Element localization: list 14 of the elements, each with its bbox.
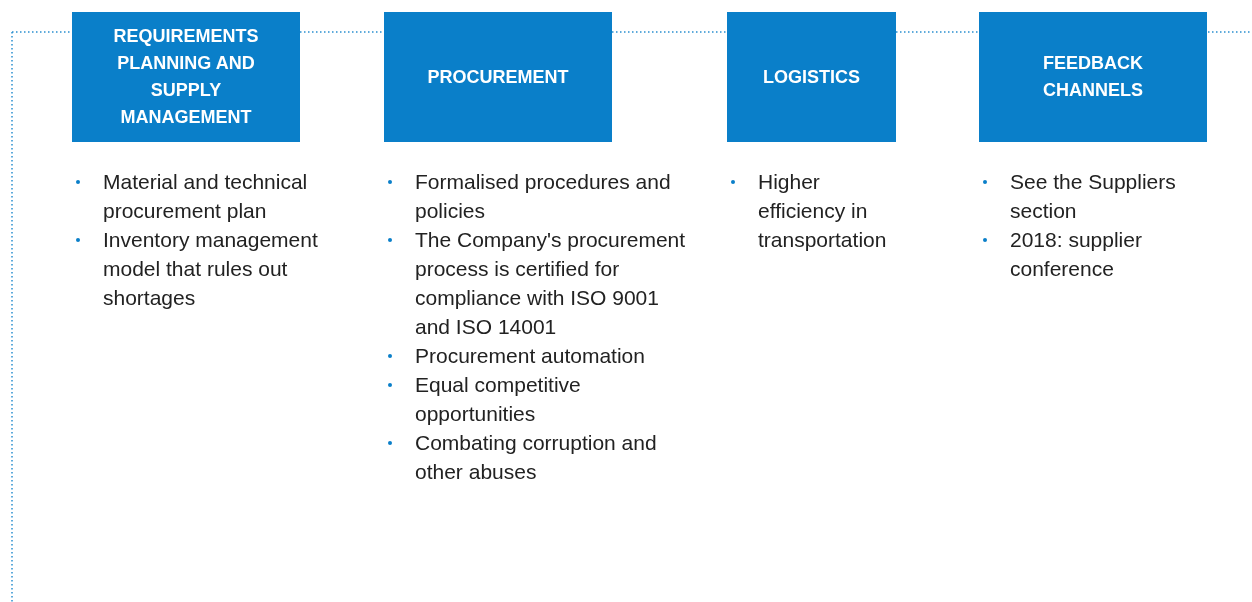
bullet-item: Inventory management model that rules out shortages xyxy=(72,225,357,312)
heading-box: PROCUREMENT xyxy=(384,12,612,142)
heading-box: FEEDBACK CHANNELS xyxy=(979,12,1207,142)
bullet-item: Procurement automation xyxy=(384,341,694,370)
heading-box: REQUIREMENTS PLANNING AND SUPPLY MANAGEMENT xyxy=(72,12,300,142)
bullet-item: See the Suppliers section xyxy=(979,167,1224,225)
bullet-item: The Company's procurement process is certified for compliance with ISO 9001 and ISO 14001 xyxy=(384,225,694,341)
bullet-item: Combating corruption and other abuses xyxy=(384,428,694,486)
bullet-item: Higher efficiency in transportation xyxy=(727,167,912,254)
bullet-item: Formalised procedures and policies xyxy=(384,167,694,225)
bullet-item: Equal competitive opportunities xyxy=(384,370,694,428)
bullet-item: Material and technical procurement plan xyxy=(72,167,357,225)
bullet-item: 2018: supplier conference xyxy=(979,225,1224,283)
heading-box: LOGISTICS xyxy=(727,12,896,142)
